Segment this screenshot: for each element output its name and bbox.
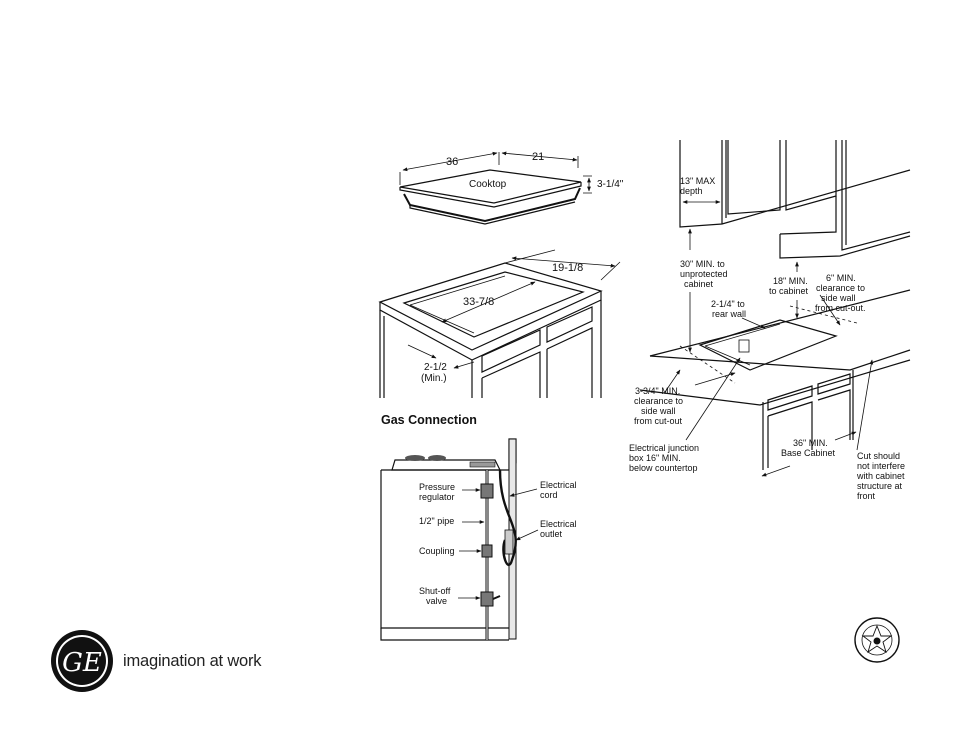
cutout-width-label: 33-7/8: [463, 296, 494, 308]
cutout-cabinet-drawing: [378, 249, 621, 398]
max-depth-label: 13" MAX: [680, 176, 715, 186]
junction-box-label: Electrical junction: [629, 443, 699, 453]
base-cabinet-label-2: Base Cabinet: [781, 448, 836, 458]
cutout-front-label: 2-1/2: [424, 362, 447, 373]
min-unprotected-label-3: cabinet: [684, 279, 714, 289]
left-clearance-label-4: from cut-out: [634, 416, 683, 426]
shutoff-valve-label-2: valve: [426, 596, 447, 606]
cooktop-drawing: [399, 151, 592, 225]
coupling-label: Coupling: [419, 546, 455, 556]
electrical-outlet-label: Electrical: [540, 519, 577, 529]
ge-logo-mark: GE: [62, 648, 102, 678]
pipe-label: 1/2" pipe: [419, 516, 454, 526]
cut-note-label-2: not interfere: [857, 461, 905, 471]
side-clearance-label-2: clearance to: [816, 283, 865, 293]
gas-connection-drawing: [380, 438, 539, 641]
cutout-depth-label: 19-1/8: [552, 262, 583, 274]
installation-drawing: [639, 140, 911, 477]
brand-tagline: imagination at work: [123, 652, 262, 670]
max-depth-label-2: depth: [680, 186, 703, 196]
left-clearance-label-3: side wall: [641, 406, 676, 416]
ge-logo: GE: [51, 630, 113, 692]
cooktop-name-label: Cooktop: [469, 179, 507, 190]
left-clearance-label-2: clearance to: [634, 396, 683, 406]
certification-seal: [854, 617, 900, 663]
cooktop-depth-label: 21: [532, 151, 544, 163]
cooktop-height-label: 3-1/4": [597, 179, 624, 190]
cut-note-label-4: structure at: [857, 481, 903, 491]
left-clearance-label: 3-3/4" MIN.: [635, 386, 680, 396]
junction-box-label-2: box 16" MIN.: [629, 453, 681, 463]
cutout-front-min-label: (Min.): [421, 373, 447, 384]
pressure-regulator-label: Pressure: [419, 482, 455, 492]
rear-wall-label-2: rear wall: [712, 309, 746, 319]
electrical-outlet-label-2: outlet: [540, 529, 563, 539]
side-clearance-label-3: side wall: [821, 293, 856, 303]
cut-note-label-5: front: [857, 491, 876, 501]
cooktop-width-label: 36: [446, 156, 458, 168]
cut-note-label-3: with cabinet: [856, 471, 905, 481]
electrical-cord-label-2: cord: [540, 490, 558, 500]
to-cabinet-label-2: to cabinet: [769, 286, 809, 296]
side-clearance-label: 6" MIN.: [826, 273, 856, 283]
shutoff-valve-label: Shut-off: [419, 586, 451, 596]
junction-box-label-3: below countertop: [629, 463, 698, 473]
cut-note-label: Cut should: [857, 451, 900, 461]
base-cabinet-label: 36" MIN.: [793, 438, 828, 448]
min-unprotected-label: 30" MIN. to: [680, 259, 725, 269]
to-cabinet-label: 18" MIN.: [773, 276, 808, 286]
gas-connection-title: Gas Connection: [381, 413, 477, 427]
pressure-regulator-label-2: regulator: [419, 492, 455, 502]
min-unprotected-label-2: unprotected: [680, 269, 728, 279]
electrical-cord-label: Electrical: [540, 480, 577, 490]
side-clearance-label-4: from cut-out.: [815, 303, 866, 313]
rear-wall-label: 2-1/4" to: [711, 299, 745, 309]
